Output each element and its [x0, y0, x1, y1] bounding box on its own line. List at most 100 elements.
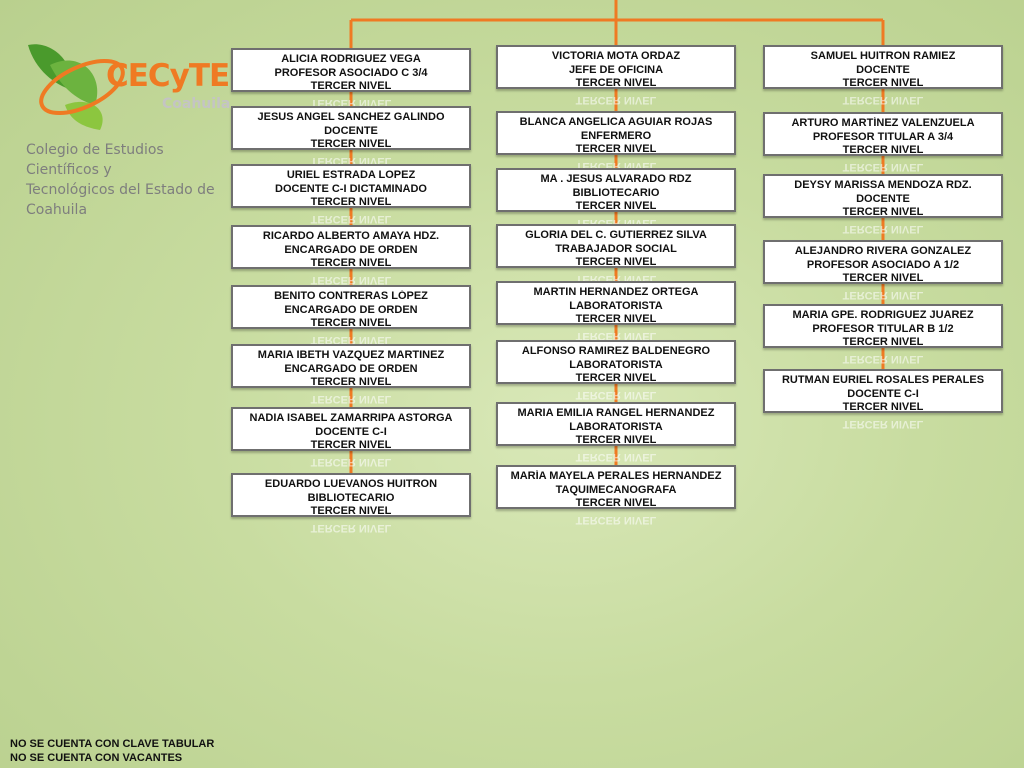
level-reflection: TERCER NIVEL [842, 353, 924, 365]
person-name: MARTIN HERNANDEZ ORTEGA [533, 286, 699, 298]
level-reflection: TERCER NIVEL [310, 522, 392, 534]
person-role: TRABAJADOR SOCIAL [555, 242, 677, 255]
person-level: TERCER NIVEL [310, 80, 392, 92]
leaf-logo-icon [28, 44, 125, 130]
person-role: PROFESOR TITULAR A 3/4 [812, 130, 954, 143]
person-level: TERCER NIVEL [310, 505, 392, 517]
person-name: ALFONSO RAMIREZ BALDENEGRO [521, 345, 711, 357]
person-role: PROFESOR ASOCIADO C 3/4 [274, 66, 428, 79]
person-level: TERCER NIVEL [310, 317, 392, 329]
person-role: LABORATORISTA [569, 299, 663, 312]
person-name: RUTMAN EURIEL ROSALES PERALES [781, 374, 985, 386]
person-name: GLORIA DEL C. GUTIERREZ SILVA [525, 229, 707, 241]
person-level: TERCER NIVEL [842, 206, 924, 218]
person-level: TERCER NIVEL [310, 376, 392, 388]
level-reflection: TERCER NIVEL [575, 389, 657, 401]
person-level: TERCER NIVEL [310, 257, 392, 269]
level-reflection: TERCER NIVEL [842, 223, 924, 235]
person-name: BLANCA ANGELICA AGUIAR ROJAS [519, 116, 713, 128]
person-role: DOCENTE [856, 63, 910, 76]
person-name: RICARDO ALBERTO AMAYA HDZ. [262, 230, 440, 242]
person-name: ARTURO MARTÍNEZ VALENZUELA [791, 117, 975, 129]
person-role: TAQUIMECANOGRAFA [555, 483, 677, 496]
level-reflection: TERCER NIVEL [310, 213, 392, 225]
footer-line1: NO SE CUENTA CON CLAVE TABULAR [10, 738, 215, 750]
person-level: TERCER NIVEL [575, 313, 657, 325]
person-name: URIEL ESTRADA LOPEZ [286, 169, 416, 181]
person-level: TERCER NIVEL [842, 144, 924, 156]
logo-description-line2: Tecnológicos del Estado de Coahuila [26, 182, 215, 218]
person-name: ALEJANDRO RIVERA GONZALEZ [794, 245, 972, 257]
level-reflection: TERCER NIVEL [842, 161, 924, 173]
person-level: TERCER NIVEL [575, 256, 657, 268]
level-reflection: TERCER NIVEL [310, 456, 392, 468]
footer-notes: NO SE CUENTA CON CLAVE TABULAR NO SE CUE… [10, 737, 214, 765]
person-role: JEFE DE OFICINA [568, 63, 664, 76]
person-level: TERCER NIVEL [575, 497, 657, 509]
person-level: TERCER NIVEL [310, 439, 392, 451]
level-reflection: TERCER NIVEL [575, 451, 657, 463]
org-box-left-4: RICARDO ALBERTO AMAYA HDZ.ENCARGADO DE O… [231, 225, 471, 286]
level-reflection: TERCER NIVEL [842, 94, 924, 106]
logo-brand: CECyTE [106, 58, 230, 94]
person-role: DOCENTE [856, 192, 910, 205]
person-name: MA . JESUS ALVARADO RDZ [540, 173, 692, 185]
person-name: MARÍA MAYELA PERALES HERNANDEZ [510, 470, 722, 482]
person-level: TERCER NIVEL [575, 372, 657, 384]
person-name: VICTORIA MOTA ORDAZ [551, 50, 681, 62]
person-role: DOCENTE [324, 124, 378, 137]
person-role: LABORATORISTA [569, 420, 663, 433]
person-name: MARIA GPE. RODRIGUEZ JUAREZ [792, 309, 974, 321]
person-level: TERCER NIVEL [842, 336, 924, 348]
person-name: BENITO CONTRERAS LÓPEZ [274, 290, 428, 302]
person-name: DEYSY MARISSA MENDOZA RDZ. [794, 179, 972, 191]
footer-line2: NO SE CUENTA CON VACANTES [10, 752, 183, 764]
level-reflection: TERCER NIVEL [842, 289, 924, 301]
person-level: TERCER NIVEL [575, 434, 657, 446]
level-reflection: TERCER NIVEL [310, 393, 392, 405]
person-name: MARIA EMILIA RANGEL HERNANDEZ [517, 407, 715, 419]
level-reflection: TERCER NIVEL [575, 514, 657, 526]
person-name: MARIA IBETH VAZQUEZ MARTINEZ [257, 349, 445, 361]
person-role: PROFESOR TITULAR B 1/2 [812, 322, 954, 335]
person-level: TERCER NIVEL [310, 138, 392, 150]
logo-description: Colegio de Estudios Científicos y Tecnol… [26, 140, 226, 220]
person-role: DOCENTE C-I [847, 387, 919, 400]
person-role: ENFERMERO [580, 129, 652, 142]
logo-description-line1: Colegio de Estudios Científicos y [26, 142, 164, 178]
person-name: ALICIA RODRIGUEZ VEGA [281, 53, 421, 65]
person-role: BIBLIOTECARIO [307, 491, 395, 504]
person-role: ENCARGADO DE ORDEN [284, 362, 418, 375]
person-role: DOCENTE C-I [315, 425, 387, 438]
person-role: ENCARGADO DE ORDEN [284, 303, 418, 316]
person-level: TERCER NIVEL [842, 401, 924, 413]
person-role: DOCENTE C-I DICTAMINADO [275, 182, 427, 195]
logo-state: Coahuila [162, 96, 231, 112]
person-role: ENCARGADO DE ORDEN [284, 243, 418, 256]
person-level: TERCER NIVEL [575, 143, 657, 155]
person-name: JESUS ANGEL SANCHEZ GALINDO [257, 111, 445, 123]
person-role: BIBLIOTECARIO [572, 186, 660, 199]
person-role: PROFESOR ASOCIADO A 1/2 [806, 258, 960, 271]
person-level: TERCER NIVEL [575, 200, 657, 212]
person-name: NADIA ISABEL ZAMARRIPA ASTORGA [249, 412, 453, 424]
person-role: LABORATORISTA [569, 358, 663, 371]
